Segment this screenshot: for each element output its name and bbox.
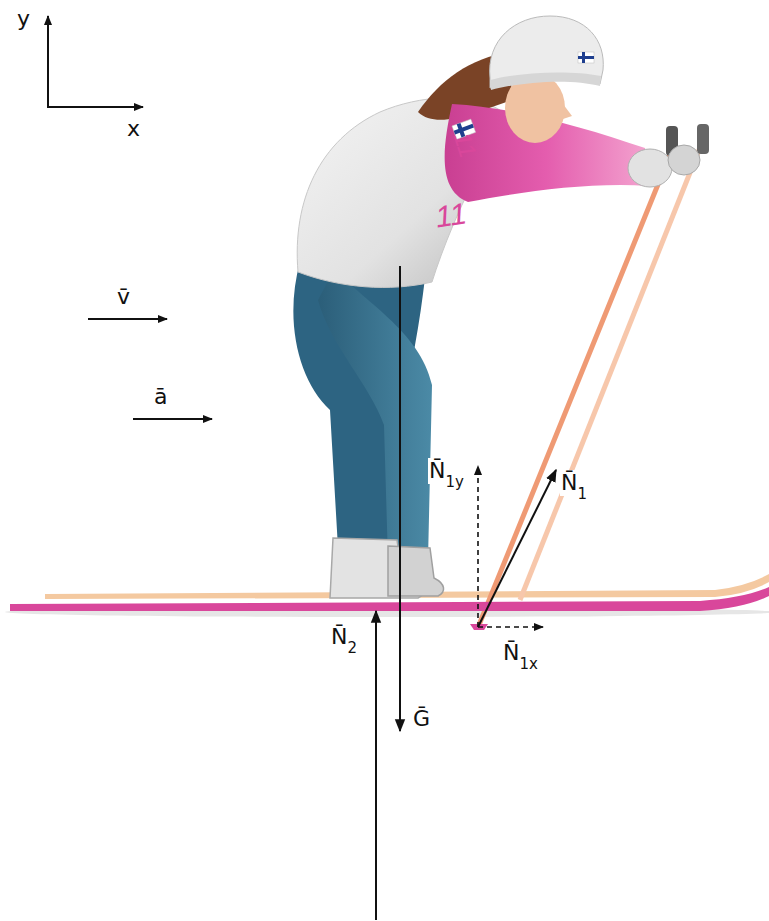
- glove: [668, 145, 700, 175]
- jersey-number: 11: [432, 195, 470, 235]
- finnish-flag: [578, 52, 594, 63]
- vector-subscript: 1x: [518, 655, 538, 673]
- axis-label: x: [126, 116, 141, 142]
- leg: [318, 268, 432, 560]
- gravity-vector: [399, 266, 401, 731]
- pole-force-y-component: [477, 466, 479, 627]
- vector-subscript: 1: [576, 485, 588, 503]
- ski-boot: [388, 546, 444, 596]
- glove: [628, 149, 672, 187]
- ski-pole: [520, 140, 703, 600]
- normal-force-vector: [375, 611, 377, 920]
- pole-force-vector: [478, 470, 556, 627]
- ski-pole: [479, 150, 672, 625]
- y-axis: [47, 16, 49, 107]
- vector-label: ā: [153, 384, 168, 410]
- acceleration-arrow: [133, 418, 212, 420]
- velocity-arrow: [88, 318, 167, 320]
- vector-subscript: 2: [346, 639, 358, 657]
- axis-label: y: [16, 6, 31, 32]
- pole-force-x-component: [478, 626, 543, 628]
- vector-label: Ḡ: [412, 706, 431, 732]
- hat-band: [490, 73, 601, 90]
- vector-label: v̄: [116, 284, 131, 310]
- pole-grip: [697, 124, 709, 154]
- x-axis: [47, 106, 143, 108]
- vector-subscript: 1y: [444, 473, 464, 491]
- ski: [10, 587, 769, 611]
- nose: [560, 100, 572, 120]
